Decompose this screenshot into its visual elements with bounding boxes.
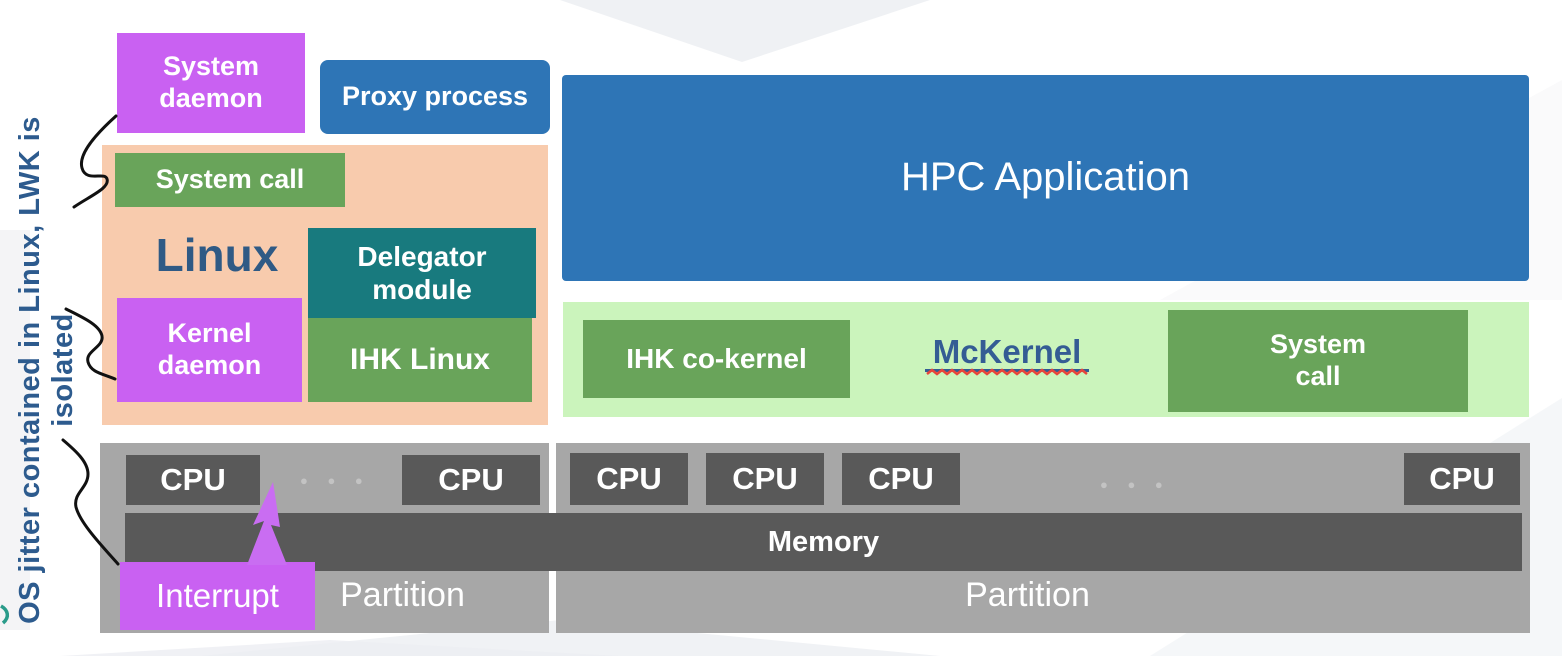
system-call-linux-box: System call	[115, 153, 345, 207]
system-daemon-box: System daemon	[117, 33, 305, 133]
cpu-box: CPU	[126, 455, 260, 505]
cpu-box: CPU	[842, 453, 960, 505]
memory-bar: Memory	[125, 513, 1522, 571]
ihk-linux-box: IHK Linux	[308, 318, 532, 402]
linux-title: Linux	[155, 229, 279, 281]
mckernel-title: McKernel	[925, 335, 1089, 372]
partition-right-label: Partition	[965, 576, 1090, 614]
cpu-box: CPU	[706, 453, 824, 505]
cpu-box: CPU	[1404, 453, 1520, 505]
template-green-mark	[0, 604, 10, 625]
partition-left-label: Partition	[340, 576, 465, 614]
delegator-module-box: Delegator module	[308, 228, 536, 318]
ihk-co-kernel-box: IHK co-kernel	[583, 320, 850, 398]
hpc-application-box: HPC Application	[562, 75, 1529, 281]
ellipsis-icon: ● ● ●	[300, 473, 371, 488]
proxy-process-box: Proxy process	[320, 60, 550, 134]
ellipsis-icon: ● ● ●	[1100, 477, 1171, 492]
kernel-daemon-box: Kernel daemon	[117, 298, 302, 402]
side-note-rotated-text: OS jitter contained in Linux, LWK is iso…	[14, 116, 79, 624]
cpu-box: CPU	[402, 455, 540, 505]
interrupt-box: Interrupt	[120, 562, 315, 630]
cpu-box: CPU	[570, 453, 688, 505]
system-call-mckernel-box: System call	[1168, 310, 1468, 412]
